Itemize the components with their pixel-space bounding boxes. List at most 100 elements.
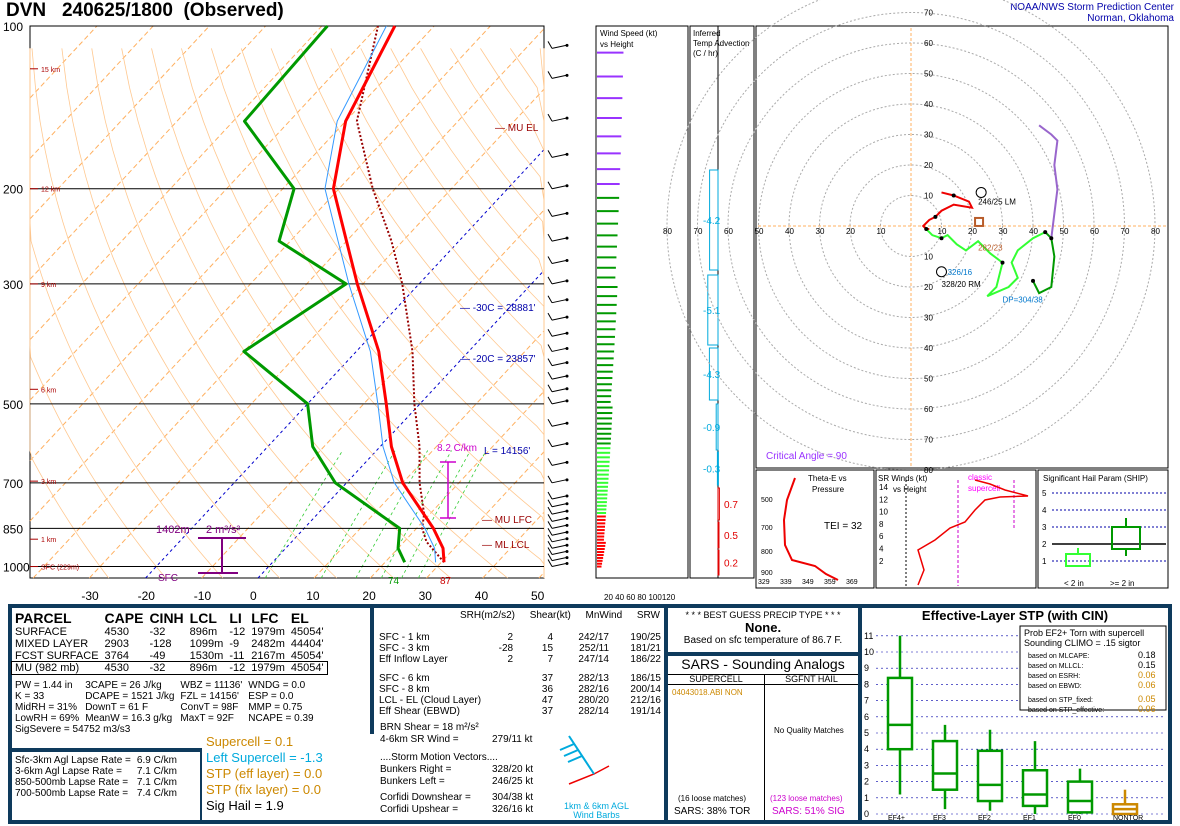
wind-barb: [547, 276, 569, 285]
isotherm: [29, 25, 210, 220]
isotherm: [201, 209, 545, 579]
mixing-line: [380, 450, 452, 579]
stp-prob-label: based on STP_effective:: [1028, 707, 1104, 714]
wetbulb-line: [324, 25, 437, 563]
dry-adiabat: [539, 48, 545, 578]
credit-line1: NOAA/NWS Storm Prediction Center: [1010, 2, 1174, 13]
theta-plabel: 800: [761, 549, 773, 556]
theta-xlabel: 369: [846, 579, 858, 586]
ship-ylabel: 3: [1042, 523, 1047, 532]
wind-barb: [547, 499, 569, 508]
tempadv-bar: [708, 347, 719, 401]
left-supercell-val: Left Supercell = -1.3: [206, 750, 323, 765]
wind-barb: [547, 295, 569, 304]
temp-tick-label: 40: [475, 589, 489, 603]
mu-el-label: — MU EL: [495, 123, 539, 134]
ta-title3: (C / hr): [693, 49, 718, 58]
skewt-labels: — MU EL— -30C = 28881'— -20C = 23857'8.2…: [156, 123, 539, 587]
stp-prob-label: based on STP_fixed:: [1028, 697, 1093, 704]
sars-panel: SARS - Sounding Analogs SUPERCELL SGFNT …: [668, 656, 858, 820]
isotherm: [313, 330, 545, 579]
ship-box2: [1111, 526, 1141, 550]
isotherms: [29, 25, 545, 579]
dry-adiabat: [181, 48, 545, 578]
stp-prob-value: 0.06: [1138, 704, 1156, 714]
hodo-tick: 60: [924, 39, 933, 48]
supercell-val: Supercell = 0.1: [206, 734, 294, 749]
dry-adiabat: [29, 48, 223, 579]
stp-ylabel: 8: [864, 679, 869, 689]
isotherm: [257, 270, 545, 579]
parcel-h0: PARCEL: [15, 610, 72, 626]
stp-ylabel: 0: [864, 809, 869, 819]
hodo-mw-marker: [974, 216, 985, 227]
wind-barb: [547, 150, 569, 158]
kin-h0: SRH(m2/s2): [460, 610, 516, 621]
ship-title: Significant Hail Param (SHIP): [1043, 474, 1148, 483]
stp-box1: Prob EF2+ Torn with supercell: [1024, 628, 1144, 638]
mixing-line: [355, 450, 429, 579]
theta-plabel: 900: [761, 570, 773, 577]
wind-barb: [547, 491, 569, 500]
stp-category: EF3: [933, 815, 946, 820]
stp-title: Effective-Layer STP (with CIN): [921, 608, 1109, 623]
stp-box: [931, 724, 959, 810]
minus30-label: — -30C = 28881': [460, 303, 536, 314]
sigsevere: SigSevere = 54752 m3/s3: [15, 724, 131, 735]
parcel-h3: LCL: [189, 610, 217, 626]
sr-title2: vs Height: [893, 485, 927, 494]
theta-plabel: 500: [761, 497, 773, 504]
hodo-trace: [1038, 124, 1059, 239]
isotherm: [29, 25, 491, 522]
srw46: 4-6km SR Wind =: [380, 734, 459, 745]
tempadv-panel: Inferred Temp Advection (C / hr) -4.2-5.…: [689, 25, 755, 579]
wind-barb: [547, 113, 569, 122]
wind-barb: [547, 71, 569, 79]
sars-loose1: (16 loose matches): [678, 794, 747, 803]
stp-probbox: [1019, 625, 1167, 711]
srw-hlabel: 8: [879, 520, 884, 529]
precip-title: * * * BEST GUESS PRECIP TYPE * * *: [685, 610, 841, 620]
theta-xlabel: 359: [824, 579, 836, 586]
stp-prob-value: 0.06: [1138, 680, 1156, 690]
lapse-panel: Sfc-3km Agl Lapse Rate =6.9 C/km 3-6km A…: [12, 752, 200, 820]
theta-title1: Theta-E vs: [808, 474, 847, 483]
hodo-tick: 70: [694, 227, 703, 236]
hodo-tick: 40: [785, 227, 794, 236]
parcel-h2: CINH: [149, 610, 184, 626]
barbs-label1: 1km & 6km AGL: [564, 801, 630, 811]
hodo-tick: 10: [877, 227, 886, 236]
height-label: 12 km: [41, 187, 60, 194]
hodo-point: [933, 214, 938, 219]
hodo-tick: 70: [924, 436, 933, 445]
srw-hlabel: 2: [879, 557, 884, 566]
credit-line2: Norman, Oklahoma: [1087, 13, 1174, 24]
lapse-label: 8.2 C/km: [437, 443, 477, 454]
theta-line: [782, 477, 839, 581]
tempadv-label: 0.7: [724, 500, 738, 511]
stp-prob-value: 0.05: [1138, 694, 1156, 704]
temp-tick-label: 30: [419, 589, 433, 603]
temp-tick-label: 0: [250, 589, 257, 603]
mixing-lines: [264, 450, 487, 579]
wind-barb: [547, 312, 569, 321]
hodo-tick: 70: [1121, 227, 1130, 236]
wind-barb: [547, 458, 569, 466]
bunkers-left-val: 246/25 kt: [492, 776, 534, 787]
hodo-ring: [849, 164, 973, 288]
corfidi-up-label: Corfidi Upshear =: [380, 804, 459, 815]
hodo-tick: 50: [1060, 227, 1069, 236]
height-label: 15 km: [41, 67, 60, 74]
theta-plabel: 700: [761, 525, 773, 532]
ws-title2: vs Height: [600, 40, 634, 49]
hodo-rm-label: 328/20 RM: [942, 280, 981, 289]
